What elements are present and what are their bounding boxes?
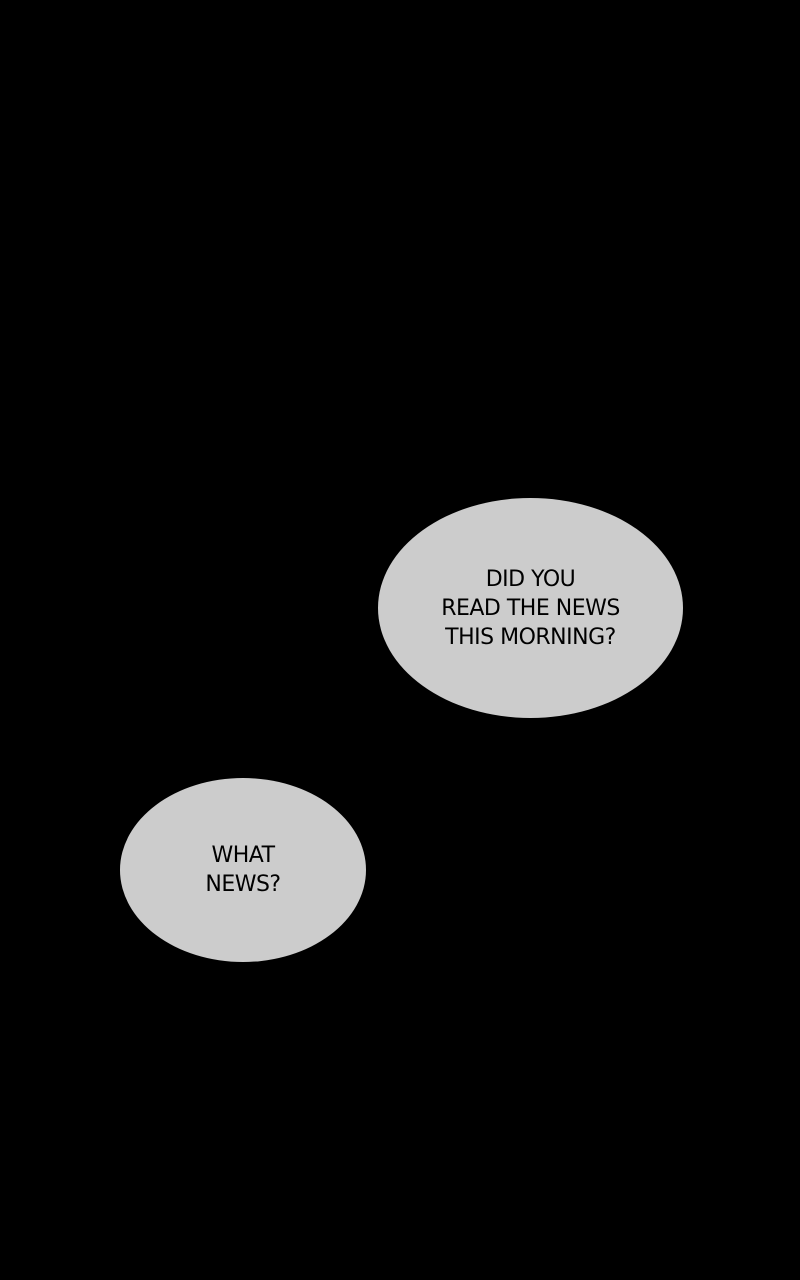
bubble-1-line-2: READ THE NEWS — [441, 595, 620, 621]
bubble-2-line-2: NEWS? — [205, 872, 281, 897]
bubble-2-line-1: WHAT — [211, 843, 275, 868]
speech-bubble-what-news: WHAT NEWS? — [120, 778, 366, 962]
speech-bubble-news-question: DID YOU READ THE NEWS THIS MORNING? — [378, 498, 683, 718]
bubble-1-line-3: THIS MORNING? — [445, 624, 616, 650]
bubble-1-line-1: DID YOU — [485, 566, 576, 592]
